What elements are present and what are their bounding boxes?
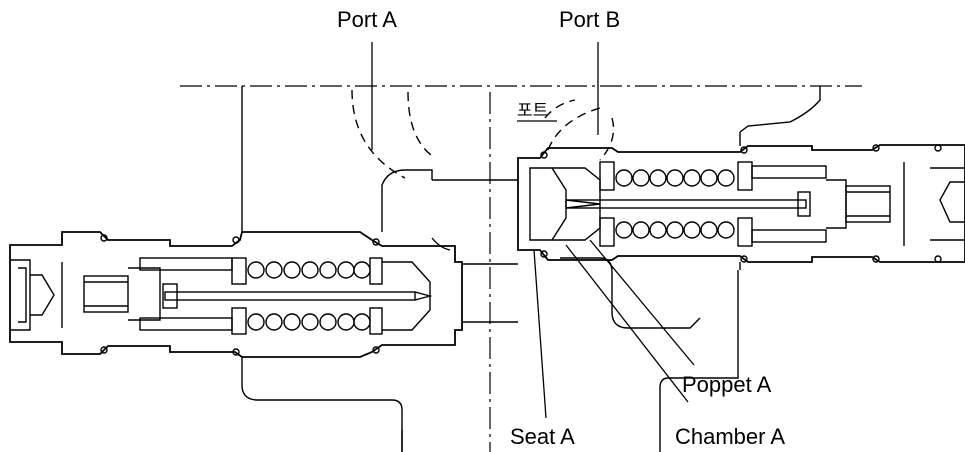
poppet-a-label: Poppet A [682, 372, 772, 397]
seat-a-leader [533, 249, 547, 419]
poppet-a-leader [589, 239, 695, 366]
center-lines [180, 85, 862, 452]
right-cartridge [517, 132, 965, 270]
seat-a-label: Seat A [510, 424, 575, 449]
chamber-a-label: Chamber A [675, 424, 785, 449]
labels: Port A Port B 포트 Poppet A Seat A Chamber… [337, 7, 785, 449]
left-spring [247, 261, 371, 331]
chamber-a-leader [565, 244, 689, 403]
valve-body [241, 86, 821, 452]
port-korean-label: 포트 [517, 101, 548, 121]
left-cartridge [9, 231, 463, 358]
port-b-label: Port B [559, 7, 620, 32]
leader-lines [371, 42, 695, 419]
port-a-label: Port A [337, 7, 397, 32]
right-spring [615, 169, 735, 239]
port-b-passage [544, 99, 615, 161]
port-a-passage [351, 89, 436, 179]
